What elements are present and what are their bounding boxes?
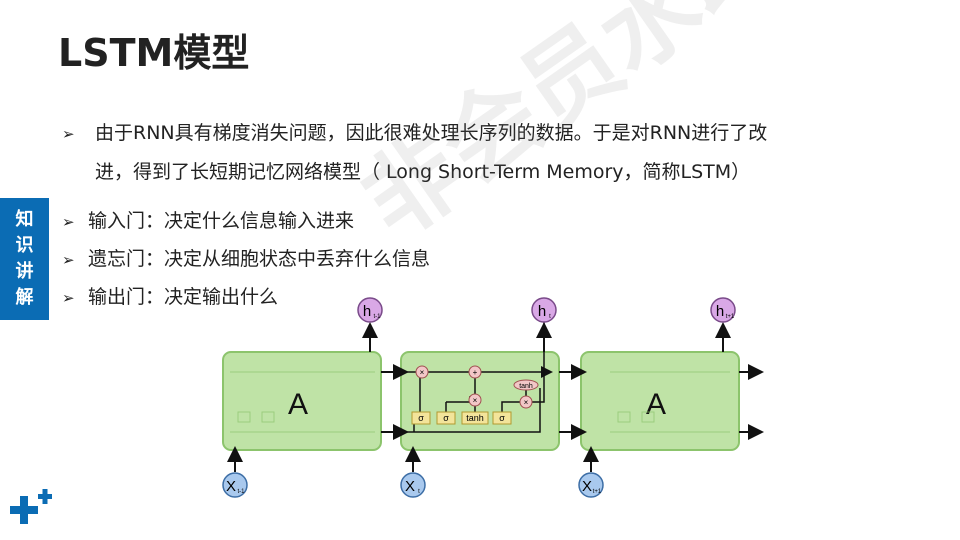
bullet-rnn-intro: ➢ 由于RNN具有梯度消失问题，因此很难处理长序列的数据。于是对RNN进行了改 进… — [62, 114, 862, 191]
gate-label: tanh — [466, 413, 484, 423]
input-x-next — [578, 472, 604, 498]
op-multiply — [415, 365, 429, 379]
gate-tanh — [461, 411, 489, 425]
lstm-cell-right — [580, 351, 740, 451]
bullet-text-line2: 进，得到了长短期记忆网络模型（ Long Short-Term Memory，简… — [95, 161, 751, 183]
output-h-current — [531, 297, 557, 323]
arrow-icon: ➢ — [62, 213, 75, 231]
input-x-prev — [222, 472, 248, 498]
arrow-icon: ➢ — [62, 289, 75, 307]
op-add — [468, 365, 482, 379]
arrow-icon: ➢ — [62, 251, 75, 269]
bullet-text: 遗忘门：决定从细胞状态中丢弃什么信息 — [88, 248, 431, 270]
bullet-input-gate: ➢ 输入门：决定什么信息输入进来 — [62, 202, 354, 241]
input-x-sub: t — [418, 489, 420, 495]
slide-title: LSTM模型 — [58, 31, 250, 75]
gate-label: σ — [418, 413, 424, 423]
bullet-text: 输出门：决定输出什么 — [88, 286, 279, 308]
cell-label-right: A — [646, 388, 666, 421]
bullet-text-line1: 由于RNN具有梯度消失问题，因此很难处理长序列的数据。于是对RNN进行了改 — [95, 122, 768, 144]
side-tab-char: 讲 — [15, 261, 34, 282]
side-tab-char: 解 — [15, 287, 34, 308]
plus-logo-icon — [10, 489, 52, 524]
gate-sigma-forget — [411, 411, 431, 425]
arrow-icon: ➢ — [62, 125, 75, 143]
op-multiply — [519, 395, 533, 409]
output-h-sub: t+1 — [726, 314, 735, 320]
output-h-label: h — [716, 303, 724, 320]
op-label: tanh — [519, 383, 533, 390]
input-x-label: X — [226, 478, 236, 495]
gate-sigma-output — [492, 411, 512, 425]
output-h-sub: t-1 — [373, 314, 381, 320]
input-x-label: X — [405, 478, 415, 495]
input-x-sub: t+1 — [593, 489, 602, 495]
output-h-label: h — [363, 303, 371, 320]
input-x-current — [400, 472, 426, 498]
op-tanh — [513, 379, 539, 391]
op-label: × — [420, 368, 425, 377]
bullet-forget-gate: ➢ 遗忘门：决定从细胞状态中丢弃什么信息 — [62, 240, 430, 279]
gate-sigma-input — [436, 411, 456, 425]
lstm-cell-left — [222, 351, 382, 451]
output-h-next — [710, 297, 736, 323]
bullet-output-gate: ➢ 输出门：决定输出什么 — [62, 278, 278, 317]
input-x-label: X — [582, 478, 592, 495]
input-x-sub: t-1 — [237, 489, 245, 495]
op-label: × — [524, 398, 529, 407]
output-h-label: h — [538, 303, 546, 320]
bullet-text: 输入门：决定什么信息输入进来 — [88, 210, 355, 232]
gate-label: σ — [443, 413, 449, 423]
op-label: × — [473, 396, 478, 405]
output-h-prev — [357, 297, 383, 323]
lstm-diagram: A A σ σ ta — [222, 297, 764, 498]
side-tab-char: 知 — [15, 209, 34, 230]
side-tab-char: 识 — [15, 235, 34, 256]
output-h-sub: t — [549, 314, 551, 320]
gate-label: σ — [499, 413, 505, 423]
op-multiply — [468, 393, 482, 407]
cell-label-left: A — [288, 388, 308, 421]
knowledge-tab: 知 识 讲 解 — [0, 198, 49, 320]
op-label: + — [473, 368, 478, 377]
